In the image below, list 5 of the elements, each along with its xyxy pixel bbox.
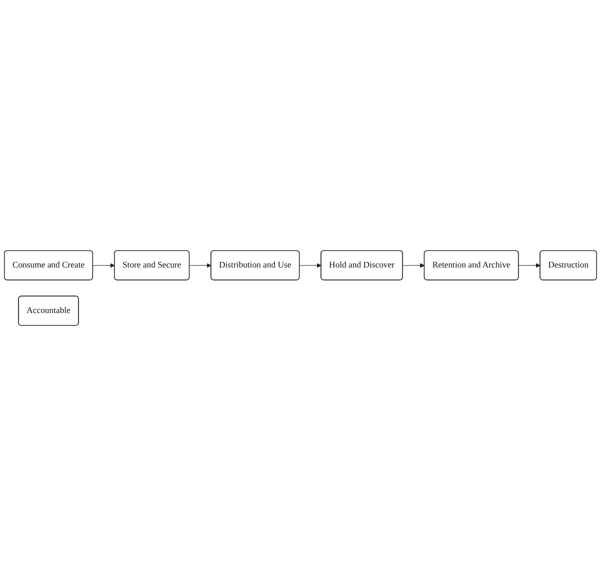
arrow	[299, 263, 322, 268]
arrow	[189, 263, 212, 268]
arrow	[518, 263, 541, 268]
arrow	[402, 263, 425, 268]
arrow	[92, 263, 115, 268]
